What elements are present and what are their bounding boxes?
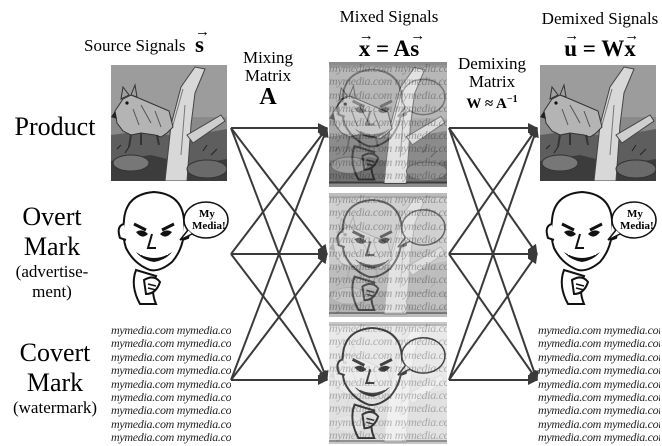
mixed-signals-header: Mixed Signals bbox=[339, 7, 439, 26]
source-signals-header: Source Signals bbox=[84, 36, 186, 55]
mixed-equation: x = As bbox=[329, 24, 449, 61]
row-label-product: Product bbox=[14, 112, 96, 141]
demixed-signals-header: Demixed Signals bbox=[541, 9, 659, 28]
speech-bubble-text: My Media! bbox=[620, 208, 654, 232]
mixing-matrix-symbol: A bbox=[259, 84, 277, 110]
demixing-arrow-2-to-1 bbox=[448, 127, 538, 255]
speech-bubble-text: My Media! bbox=[192, 208, 226, 232]
demixing-matrix-formula: W ≈ A−1 bbox=[466, 94, 518, 112]
demixing-arrow-3-to-1 bbox=[448, 127, 539, 381]
row-label-covert-mark: Covert Mark (watermark) bbox=[12, 338, 97, 417]
demixed-equation: u = Wx bbox=[538, 24, 662, 61]
demixing-arrow-3-to-2 bbox=[448, 253, 538, 381]
demixed-overt-mark-image: My Media! bbox=[538, 190, 658, 306]
demixing-matrix-label: Demixing Matrix W ≈ A−1 bbox=[452, 55, 532, 113]
source-overt-mark-image: My Media! bbox=[110, 190, 230, 306]
mixing-arrow-3-to-2 bbox=[230, 253, 328, 381]
mixing-matrix-label: Mixing Matrix A bbox=[238, 49, 298, 110]
source-vector-symbol: s bbox=[195, 20, 204, 57]
mixing-arrow-3-to-1 bbox=[230, 127, 329, 381]
mixing-arrow-2-to-1 bbox=[230, 127, 328, 255]
row-label-overt-mark: Overt Mark (advertise- ment) bbox=[15, 202, 89, 301]
